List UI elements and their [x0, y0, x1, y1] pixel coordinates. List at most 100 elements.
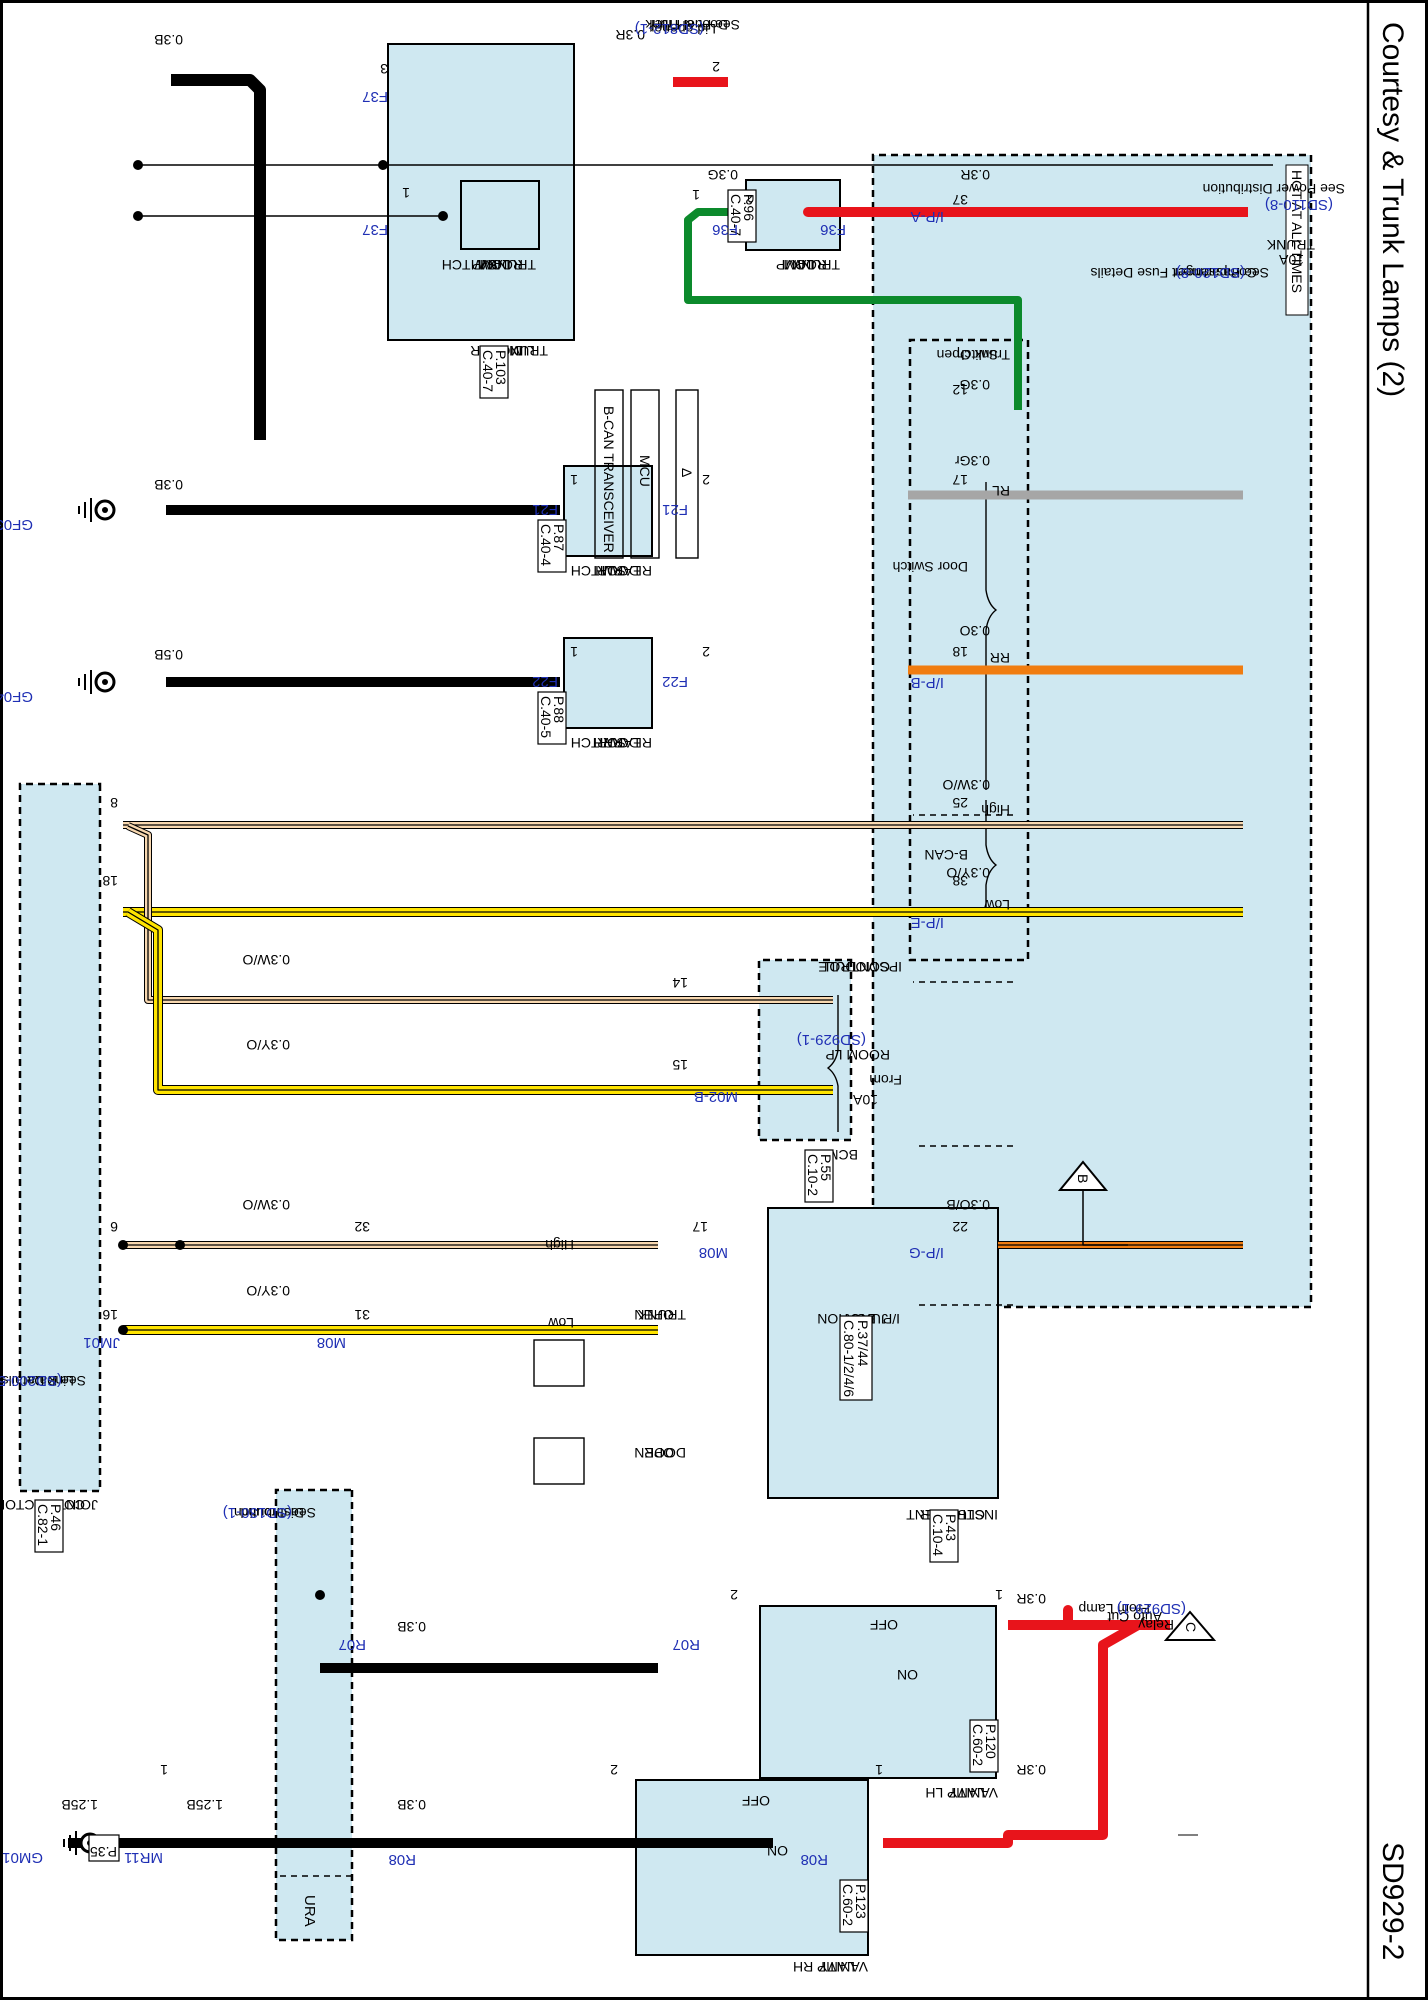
joint-connector-ref-0: P.46 [48, 1504, 64, 1531]
pin-18: 15 [672, 1057, 688, 1073]
cluster-low: Low [547, 1315, 574, 1331]
ground-dist-2: Distribution [234, 1505, 304, 1521]
hot-label-bg [1286, 165, 1308, 315]
data-link-2: Link Details [2, 1373, 74, 1389]
mr11-label: MR11 [124, 1849, 163, 1866]
junction-dot-5 [315, 1590, 325, 1600]
wl-125-a: 1.25B [186, 1797, 223, 1813]
conn-m02b: M02-B [694, 1088, 738, 1105]
lamp-auto-ref: (SD929-1) [1117, 1600, 1186, 1617]
conn-r07-a: R07 [672, 1636, 700, 1653]
trunk-room-lamp-switch-label-1: ROOM [479, 257, 523, 273]
lamp-auto-1: From Lamp [1078, 1601, 1150, 1617]
cluster-ref-box [929, 1509, 959, 1563]
bcan-bracket [985, 800, 998, 915]
see-power-ref: (SD110-8) [1265, 196, 1333, 213]
door-open-icon-frame [533, 1437, 585, 1485]
conn-ipg: I/P-G [909, 1244, 944, 1261]
trunk-lid-motor-label-1: LID [513, 343, 535, 359]
data-link-ref: (SD200-5) [0, 1372, 62, 1389]
door-switch-bracket [985, 482, 998, 790]
junction-dot-2 [378, 160, 388, 170]
wl-vanity-lh-gnd: 0.3B [397, 1619, 426, 1635]
ips-bcan-high: High [981, 802, 1010, 818]
pin-27: 1 [875, 1762, 883, 1778]
joint-connector-ref-box [34, 1499, 64, 1553]
rl-label: RL [992, 483, 1010, 499]
wl-wo-3: 0.3W/O [242, 1197, 290, 1213]
wl-yo: 0.3Y/O [946, 865, 990, 881]
gf03-ground-icon-dot [102, 507, 108, 513]
wl-red-c: 0.3R [1016, 1591, 1046, 1607]
pin-0: 3 [380, 61, 388, 77]
rear-door-lh-label-2: SWITCH [571, 563, 626, 579]
pin-9: 1 [570, 472, 578, 488]
conn-f36-b: F36 [820, 221, 846, 238]
vanity-rh-off: OFF [742, 1793, 770, 1809]
junction-dot-1 [133, 211, 143, 221]
trunk-open-lbl-2: OPEN [634, 1307, 674, 1323]
rear-door-rh-ref-1: C.40-5 [538, 696, 554, 738]
conn-f37-b: F37 [362, 221, 388, 238]
pin-11: 2 [702, 644, 710, 660]
cluster-ref-1: C.10-4 [930, 1514, 946, 1556]
ips-bcan-low: Low [983, 897, 1010, 913]
pin-23: 31 [354, 1307, 370, 1323]
data-link-1: See Data [27, 1373, 86, 1389]
bcm-label: BCM [827, 1147, 858, 1163]
room-lp-1: From [869, 1072, 902, 1088]
see-passenger-ref: (SD120-8) [1176, 264, 1245, 281]
ips-bcan-label: B-CAN [924, 847, 968, 863]
rear-door-rh-ref-0: P.88 [551, 696, 567, 723]
instrument-cluster-box [767, 1207, 999, 1499]
gf03-label: GF03 [0, 516, 33, 533]
cluster-mcu-block [630, 389, 660, 559]
vanity-lh-off: OFF [870, 1617, 898, 1633]
conn-f36-a: F36 [712, 221, 738, 238]
wire-layer [68, 74, 1273, 1848]
wl-green-12: 0.3G [960, 377, 990, 393]
bcm-bracket [826, 995, 839, 1132]
trunk-open-lbl-1: TRUNK [637, 1307, 686, 1323]
pin-22: 6 [110, 1219, 118, 1235]
cluster-transceiver-block [594, 389, 624, 559]
pin-26: 2 [730, 1587, 738, 1603]
junction-dot-7 [118, 1240, 128, 1250]
wl-red-trunk: 0.3R [960, 167, 990, 183]
trunk-open-label-1: Trunk Open [937, 347, 1010, 363]
ips-name-3: MODULE [818, 959, 878, 975]
rear-door-lh-ref-0: P.87 [551, 524, 567, 551]
ref-b-lead [1082, 1190, 1128, 1246]
door-switch-label: Door Switch [893, 559, 968, 575]
bcm-ref-box [804, 1149, 834, 1203]
rear-door-lh-label-1: DOOR [597, 563, 639, 579]
trunk-room-lamp-ref-1: C.40-7 [728, 194, 744, 236]
conn-ipb: I/P-B [911, 674, 944, 691]
wl-yo-3: 0.3Y/O [246, 1283, 290, 1299]
trunk-lid-motor-ref-box [479, 345, 509, 399]
pin-16: 18 [102, 873, 118, 889]
wl-wo: 0.3W/O [942, 777, 990, 793]
pin-5: 37 [952, 192, 968, 208]
pin-6: 12 [952, 382, 968, 398]
rear-door-lh-label-0: REAR [613, 563, 652, 579]
mr11-label-ref: P.35 [90, 1844, 117, 1860]
rear-door-rh-label-3: RH [593, 735, 613, 751]
pin-1: 2 [712, 59, 720, 75]
wire-gf03-motor [171, 74, 266, 440]
wl-125-b: 1.25B [61, 1797, 98, 1813]
wl-trunk-green: 0.3G [708, 167, 738, 183]
wl-vanity-rh-gnd: 0.3B [397, 1797, 426, 1813]
bcm-ref-1: C.10-2 [805, 1154, 821, 1196]
conn-f21-a: F21 [532, 501, 558, 518]
conn-ipa: I/P-A [911, 208, 944, 225]
lamp-auto-3: Relay [1138, 1617, 1174, 1633]
conn-r08-b: R08 [388, 1851, 416, 1868]
trunk-lid-motor-ref-0: P.103 [493, 350, 509, 385]
vanity-rh-ref-1: C.60-2 [840, 1884, 856, 1926]
pin-21: 32 [354, 1219, 370, 1235]
trunk-room-lamp-ref-box [727, 189, 757, 243]
rear-door-switch-rh-box [563, 637, 653, 729]
wl-yo-2: 0.3Y/O [246, 1037, 290, 1053]
